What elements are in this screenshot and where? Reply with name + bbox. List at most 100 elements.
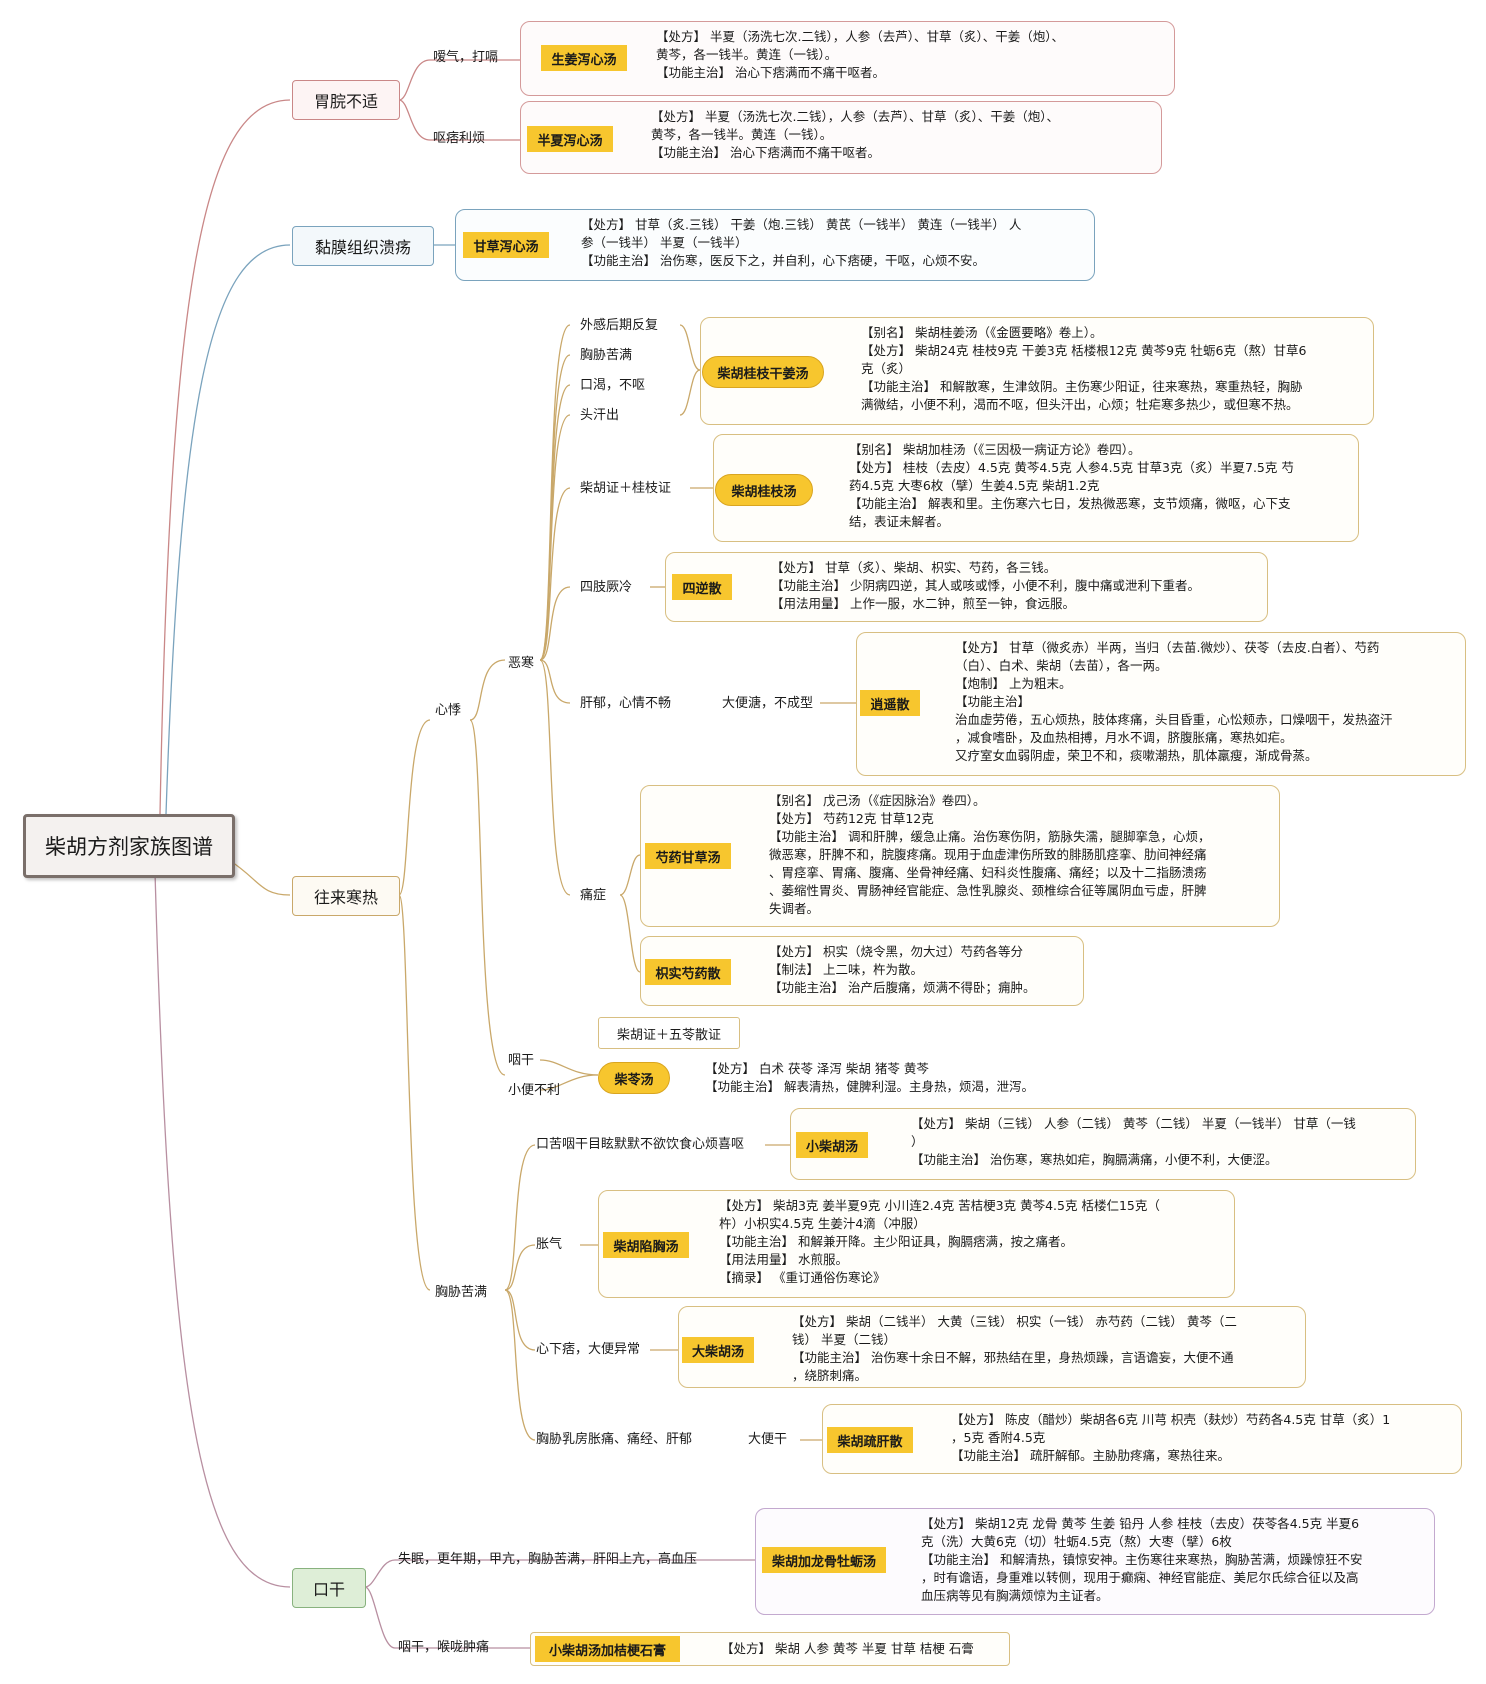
formula-name-xiaochaihu[interactable]: 小柴胡汤: [796, 1132, 868, 1158]
symptom-xiongxieru: 胸胁乳房胀痛、痛经、肝郁: [536, 1432, 693, 1447]
symptom-chaihu-guizhi: 柴胡证＋桂枝证: [580, 481, 672, 496]
formula-line: 【处方】 柴胡3克 姜半夏9克 小川连2.4克 苦桔梗3克 黄芩4.5克 栝楼仁…: [719, 1198, 1160, 1213]
formula-line: 【功能主治】 和解清热，镇惊安神。主伤寒往来寒热，胸胁苦满，烦躁惊狂不安: [921, 1552, 1363, 1567]
formula-line: 【功能主治】 治心下痞满而不痛干呕者。: [656, 65, 885, 80]
formula-text-chailing: 【处方】 白术 茯苓 泽泻 柴胡 猪苓 黄芩 【功能主治】 解表清热，健脾利湿。…: [705, 1060, 1034, 1096]
formula-line: 【处方】 白术 茯苓 泽泻 柴胡 猪苓 黄芩: [705, 1061, 929, 1076]
formula-line: 、萎缩性胃炎、胃肠神经官能症、急性乳腺炎、颈椎综合征等属阴血亏虚，肝脾: [769, 883, 1207, 898]
formula-card-banxia[interactable]: 【处方】 半夏（汤洗七次.二钱），人参（去芦）、甘草（炙）、干姜（炮）、 黄芩，…: [520, 101, 1162, 174]
node-chest-fullness: 胸胁苦满: [435, 1285, 488, 1300]
symptom-dry-throat: 咽干: [508, 1053, 535, 1068]
symptom-vomit-distension: 呕痞利烦: [433, 131, 486, 146]
formula-line: ，绕脐刺痛。: [792, 1368, 868, 1383]
formula-line: ，时有谵语，身重难以转侧，现用于癫痫、神经官能症、美尼尔氏综合征以及高: [921, 1570, 1359, 1585]
formula-line: 参（一钱半） 半夏（一钱半）: [581, 235, 748, 250]
formula-name-guizhi[interactable]: 柴胡桂枝汤: [715, 474, 813, 506]
formula-name-xianxiong[interactable]: 柴胡陷胸汤: [603, 1232, 689, 1258]
formula-line: 【功能主治】 解表和里。主伤寒六七日，发热微恶寒，支节烦痛，微呕，心下支: [849, 496, 1291, 511]
formula-name-zhishishaoyao[interactable]: 枳实芍药散: [645, 959, 731, 985]
formula-line: 【用法用量】 水煎服。: [719, 1252, 848, 1267]
formula-line: 黄芩，各一钱半。黄连（一钱）。: [651, 127, 833, 142]
formula-name-shugan[interactable]: 柴胡疏肝散: [827, 1427, 913, 1453]
node-palpitation: 心悸: [435, 703, 462, 718]
formula-card-shugan[interactable]: 【处方】 陈皮（醋炒）柴胡各6克 川芎 枳壳（麸炒）芍药各4.5克 甘草（炙）1…: [822, 1404, 1462, 1474]
formula-line: 【处方】 柴胡（三钱） 人参（二钱） 黄芩（二钱） 半夏（一钱半） 甘草（一钱: [911, 1116, 1356, 1131]
formula-line: 【功能主治】 疏肝解郁。主胁肋疼痛，寒热往来。: [951, 1448, 1230, 1463]
formula-line: 【制法】 上二味，杵为散。: [769, 962, 923, 977]
formula-line: 微恶寒，肝脾不和，脘腹疼痛。现用于血虚津伤所致的腓肠肌痉挛、肋间神经痛: [769, 847, 1207, 862]
formula-name-gancao[interactable]: 甘草泻心汤: [463, 232, 549, 258]
branch-mucosa[interactable]: 黏膜组织溃疡: [292, 226, 434, 266]
formula-card-xiaochaihu[interactable]: 【处方】 柴胡（三钱） 人参（二钱） 黄芩（二钱） 半夏（一钱半） 甘草（一钱 …: [790, 1108, 1416, 1180]
symptom-kouku: 口苦咽干目眩默默不欲饮食心烦喜呕: [536, 1137, 745, 1152]
symptom-pain: 痛症: [580, 888, 607, 903]
symptom-xinxia: 心下痞，大便异常: [536, 1342, 641, 1357]
formula-card-shaoyaogancao[interactable]: 【别名】 戊己汤（《症因脉治》卷四）。 【处方】 芍药12克 甘草12克 【功能…: [640, 785, 1280, 927]
formula-line: 治血虚劳倦，五心烦热，肢体疼痛，头目昏重，心忪颊赤，口燥咽干，发热盗汗: [955, 712, 1393, 727]
formula-name-dachaihu[interactable]: 大柴胡汤: [682, 1337, 754, 1363]
note-wuling: 柴胡证＋五苓散证: [598, 1017, 740, 1049]
formula-line: 【功能主治】 治伤寒，寒热如疟，胸膈满痛，小便不利，大便涩。: [911, 1152, 1278, 1167]
formula-card-shengjiang[interactable]: 【处方】 半夏（汤洗七次.二钱），人参（去芦）、甘草（炙）、干姜（炮）、 黄芩，…: [520, 21, 1175, 96]
formula-name-jiegeng[interactable]: 小柴胡汤加桔梗石膏: [535, 1636, 680, 1662]
formula-line: 克（洗）大黄6克（切）牡蛎4.5克（熬）大枣（擘）6枚: [921, 1534, 1232, 1549]
formula-line: 又疗室女血弱阴虚，荣卫不和，痰嗽潮热，肌体羸瘦，渐成骨蒸。: [955, 748, 1318, 763]
formula-line: 【处方】 柴胡12克 龙骨 黄芩 生姜 铅丹 人参 桂枝（去皮）茯苓各4.5克 …: [921, 1516, 1360, 1531]
formula-name-longgumuli[interactable]: 柴胡加龙骨牡蛎汤: [762, 1547, 886, 1573]
formula-line: 失调者。: [769, 901, 820, 916]
formula-line: ，减食嗜卧，及血热相搏，月水不调，脐腹胀痛，寒热如疟。: [955, 730, 1293, 745]
formula-line: 钱） 半夏（二钱）: [792, 1332, 896, 1347]
formula-line: ）: [911, 1134, 924, 1149]
formula-line: 【处方】 甘草（微炙赤）半两，当归（去苗.微炒）、茯苓（去皮.白者）、芍药: [955, 640, 1380, 655]
formula-line: 【摘录】 《重订通俗伤寒论》: [719, 1270, 886, 1285]
formula-line: 、胃痉挛、胃痛、腹痛、坐骨神经痛、妇科炎性腹痛、痛经；以及十二指肠溃疡: [769, 865, 1207, 880]
formula-name-sini[interactable]: 四逆散: [672, 574, 732, 600]
root-title[interactable]: 柴胡方剂家族图谱: [23, 814, 235, 878]
formula-line: 【用法用量】 上作一服，水二钟，煎至一钟，食远服。: [771, 596, 1075, 611]
formula-line: 药4.5克 大枣6枚（擘）生姜4.5克 柴胡1.2克: [849, 478, 1100, 493]
formula-line: 【别名】 柴胡桂姜汤（《金匮要略》卷上）。: [861, 325, 1103, 340]
formula-card-gancao[interactable]: 【处方】 甘草（炙.三钱） 干姜（炮.三钱） 黄芪（一钱半） 黄连（一钱半） 人…: [455, 209, 1095, 281]
formula-line: 克（炙）: [861, 361, 912, 376]
formula-card-xianxiong[interactable]: 【处方】 柴胡3克 姜半夏9克 小川连2.4克 苦桔梗3克 黄芩4.5克 栝楼仁…: [598, 1190, 1235, 1298]
formula-line: 结，表证未解者。: [849, 514, 950, 529]
formula-line: 【功能主治】 治伤寒十余日不解，邪热结在里，身热烦躁，言语谵妄，大便不通: [792, 1350, 1234, 1365]
formula-line: 【炮制】 上为粗末。: [955, 676, 1072, 691]
symptom-ganyu: 肝郁，心情不畅: [580, 696, 672, 711]
formula-line: 【处方】 半夏（汤洗七次.二钱），人参（去芦）、甘草（炙）、干姜（炮）、: [651, 109, 1059, 124]
formula-line: 满微结，小便不利，渴而不呕，但头汗出，心烦；牡疟寒多热少，或但寒不热。: [861, 397, 1299, 412]
formula-line: 【功能主治】: [955, 694, 1031, 709]
formula-line: 【别名】 戊己汤（《症因脉治》卷四）。: [769, 793, 986, 808]
formula-name-guizhiganjiang[interactable]: 柴胡桂枝干姜汤: [702, 356, 824, 388]
formula-line: 【功能主治】 和解兼开降。主少阳证具，胸膈痞满，按之痛者。: [719, 1234, 1073, 1249]
formula-card-xiaoyao[interactable]: 【处方】 甘草（微炙赤）半两，当归（去苗.微炒）、茯苓（去皮.白者）、芍药 （白…: [856, 632, 1466, 776]
formula-card-guizhi[interactable]: 【别名】 柴胡加桂汤（《三因极一病证方论》卷四）。 【处方】 桂枝（去皮）4.5…: [713, 434, 1359, 542]
symptom-sizhi: 四肢厥冷: [580, 580, 633, 595]
formula-line: 【功能主治】 和解散寒，生津敛阴。主伤寒少阳证，往来寒热，寒重热轻，胸胁: [861, 379, 1303, 394]
symptom-insomnia: 失眠，更年期，甲亢，胸胁苦满，肝阳上亢，高血压: [398, 1552, 698, 1567]
branch-chills[interactable]: 往来寒热: [292, 876, 400, 916]
formula-card-sini[interactable]: 【处方】 甘草（炙）、柴胡、枳实、芍药，各三钱。 【功能主治】 少阴病四逆，其人…: [665, 552, 1268, 622]
formula-line: 【处方】 桂枝（去皮）4.5克 黄芩4.5克 人参4.5克 甘草3克（炙）半夏7…: [849, 460, 1294, 475]
symptom-dabian: 大便溏，不成型: [722, 696, 814, 711]
formula-name-xiaoyao[interactable]: 逍遥散: [860, 690, 920, 716]
formula-line: 【处方】 甘草（炙.三钱） 干姜（炮.三钱） 黄芪（一钱半） 黄连（一钱半） 人: [581, 217, 1022, 232]
branch-stomach[interactable]: 胃脘不适: [292, 80, 400, 120]
formula-line: 【功能主治】 调和肝脾，缓急止痛。治伤寒伤阴，筋脉失濡，腿脚挛急，心烦，: [769, 829, 1211, 844]
symptom-kouke: 口渴，不呕: [580, 378, 646, 393]
symptom-bloating: 胀气: [536, 1237, 563, 1252]
formula-line: 【处方】 芍药12克 甘草12克: [769, 811, 934, 826]
formula-line: 【处方】 陈皮（醋炒）柴胡各6克 川芎 枳壳（麸炒）芍药各4.5克 甘草（炙）1: [951, 1412, 1391, 1427]
formula-name-banxia[interactable]: 半夏泻心汤: [527, 126, 613, 152]
formula-name-shaoyaogancao[interactable]: 芍药甘草汤: [645, 843, 731, 869]
formula-name-shengjiang[interactable]: 生姜泻心汤: [541, 45, 627, 71]
symptom-touhan: 头汗出: [580, 408, 620, 423]
formula-line: 【功能主治】 治产后腹痛，烦满不得卧；痈肿。: [769, 980, 1036, 995]
formula-name-chailing[interactable]: 柴苓汤: [598, 1062, 670, 1094]
formula-card-dachaihu[interactable]: 【处方】 柴胡（二钱半） 大黄（三钱） 枳实（一钱） 赤芍药（二钱） 黄芩（二 …: [678, 1306, 1306, 1388]
branch-dry-mouth[interactable]: 口干: [292, 1568, 366, 1608]
formula-line: 【功能主治】 治心下痞满而不痛干呕者。: [651, 145, 880, 160]
formula-line: 【处方】 柴胡（二钱半） 大黄（三钱） 枳实（一钱） 赤芍药（二钱） 黄芩（二: [792, 1314, 1237, 1329]
formula-line: 【功能主治】 治伤寒，医反下之，并自利，心下痞硬，干呕，心烦不安。: [581, 253, 985, 268]
